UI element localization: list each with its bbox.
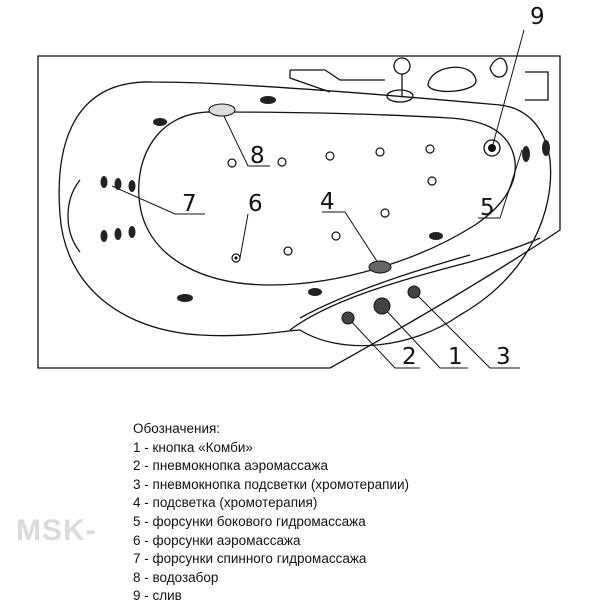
air-jet bbox=[380, 208, 390, 218]
air-jet bbox=[277, 157, 287, 167]
callout-5: 5 bbox=[480, 195, 495, 221]
leader-9 bbox=[491, 29, 525, 149]
legend-item: 8 - водозабор bbox=[133, 569, 219, 585]
back-jet bbox=[114, 178, 122, 190]
side-jet bbox=[522, 146, 530, 162]
callout-6: 6 bbox=[248, 191, 263, 217]
legend-title: Обозначения: bbox=[133, 421, 221, 436]
faucet-base bbox=[386, 89, 414, 103]
fittings bbox=[100, 96, 550, 325]
callout-7: 7 bbox=[182, 191, 197, 217]
bathtub-drawing: 9 8 7 6 4 5 2 1 3 bbox=[37, 4, 561, 370]
back-jet bbox=[128, 226, 136, 238]
side-jet bbox=[153, 118, 167, 126]
legend-item: 2 - пневмокнопка аэромассажа bbox=[133, 458, 328, 474]
seat-shelf-edge bbox=[299, 254, 471, 319]
deck-step-right bbox=[525, 71, 549, 101]
back-jet bbox=[128, 180, 136, 192]
air-jet bbox=[427, 176, 437, 186]
drain-ring bbox=[483, 139, 501, 157]
legend-item: 5 - форсунки бокового гидромассажа bbox=[133, 513, 366, 529]
leader-5 bbox=[478, 149, 523, 219]
side-jet bbox=[177, 294, 193, 302]
air-jet bbox=[283, 246, 293, 256]
callout-1: 1 bbox=[448, 344, 463, 370]
headrest bbox=[67, 179, 81, 253]
leader-3 bbox=[413, 291, 520, 369]
air-jet bbox=[331, 231, 341, 241]
light-lens bbox=[368, 260, 392, 274]
leader-6 bbox=[239, 213, 249, 259]
legend-item: 9 - слив bbox=[133, 588, 182, 600]
seat-shelf bbox=[289, 237, 541, 331]
leader-4 bbox=[322, 211, 381, 267]
deck-shelf bbox=[289, 69, 385, 93]
legend: Обозначения: 1 - кнопка «Комби» 2 - пнев… bbox=[133, 420, 409, 600]
back-jet bbox=[100, 230, 108, 242]
tub-outer-bowl bbox=[58, 81, 552, 347]
side-jet bbox=[429, 232, 443, 240]
callout-8: 8 bbox=[250, 143, 265, 169]
callout-4: 4 bbox=[320, 189, 335, 215]
air-jet bbox=[227, 158, 237, 168]
air-jet bbox=[375, 147, 385, 157]
legend-item: 1 - кнопка «Комби» bbox=[133, 439, 253, 455]
legend-item: 3 - пневмокнопка подсветки (хромотерапии… bbox=[133, 476, 410, 492]
combi-button bbox=[373, 297, 391, 315]
legend-item: 7 - форсунки спинного гидромассажа bbox=[133, 551, 367, 567]
side-jet bbox=[308, 288, 322, 296]
faucet-head bbox=[393, 57, 411, 75]
leader-2 bbox=[347, 317, 420, 369]
tub-inner-bowl bbox=[138, 111, 516, 286]
back-jet bbox=[100, 176, 108, 188]
leader-7 bbox=[111, 185, 205, 215]
intake-grille bbox=[208, 103, 236, 117]
legend-item: 6 - форсунки аэромассажа bbox=[133, 532, 301, 548]
callout-2: 2 bbox=[402, 344, 417, 370]
air-jet bbox=[325, 151, 335, 161]
legend-item: 4 - подсветка (хромотерапия) bbox=[133, 495, 318, 511]
leader-1 bbox=[381, 305, 468, 369]
leader-8 bbox=[221, 111, 270, 167]
side-jet bbox=[542, 140, 550, 156]
air-jet bbox=[425, 144, 435, 154]
callout-3: 3 bbox=[496, 344, 511, 370]
watermark: MSK- bbox=[16, 514, 97, 547]
pneumo-button-light bbox=[407, 285, 421, 299]
pneumo-button-air bbox=[341, 311, 355, 325]
mixer-knob bbox=[427, 66, 477, 93]
shower-holder bbox=[489, 57, 508, 78]
side-jet bbox=[260, 96, 276, 104]
air-jet-dot bbox=[234, 256, 238, 260]
drain-center bbox=[488, 144, 496, 152]
callout-9: 9 bbox=[530, 4, 545, 30]
back-jet bbox=[114, 228, 122, 240]
tub-outer-rim bbox=[37, 55, 561, 369]
